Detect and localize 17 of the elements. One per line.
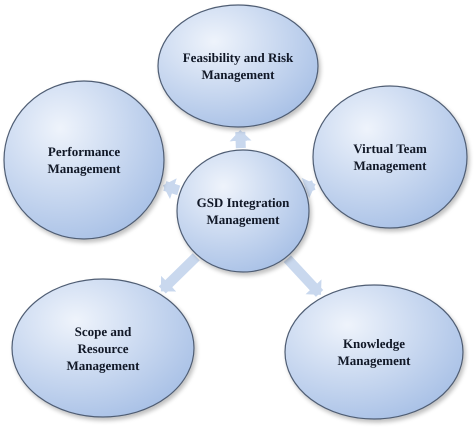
node-label: Scope and Resource Management <box>66 322 140 374</box>
ellipse-node <box>312 85 468 229</box>
block-arrow <box>158 253 200 294</box>
block-arrow <box>302 178 316 198</box>
ellipse-node <box>284 284 464 420</box>
block-arrow <box>284 255 324 297</box>
ellipse-node <box>157 4 319 128</box>
node-label: GSD Integration Management <box>196 194 290 228</box>
ellipse-node <box>11 278 195 418</box>
block-arrow <box>162 178 180 200</box>
node-label: Feasibility and Risk Management <box>182 49 294 83</box>
node-label: Knowledge Management <box>336 335 412 369</box>
node-label: Performance Management <box>46 143 122 177</box>
block-arrow <box>230 130 252 148</box>
node-label: Virtual Team Management <box>352 140 428 174</box>
ellipse-node <box>176 149 310 273</box>
ellipse-node <box>3 80 165 240</box>
